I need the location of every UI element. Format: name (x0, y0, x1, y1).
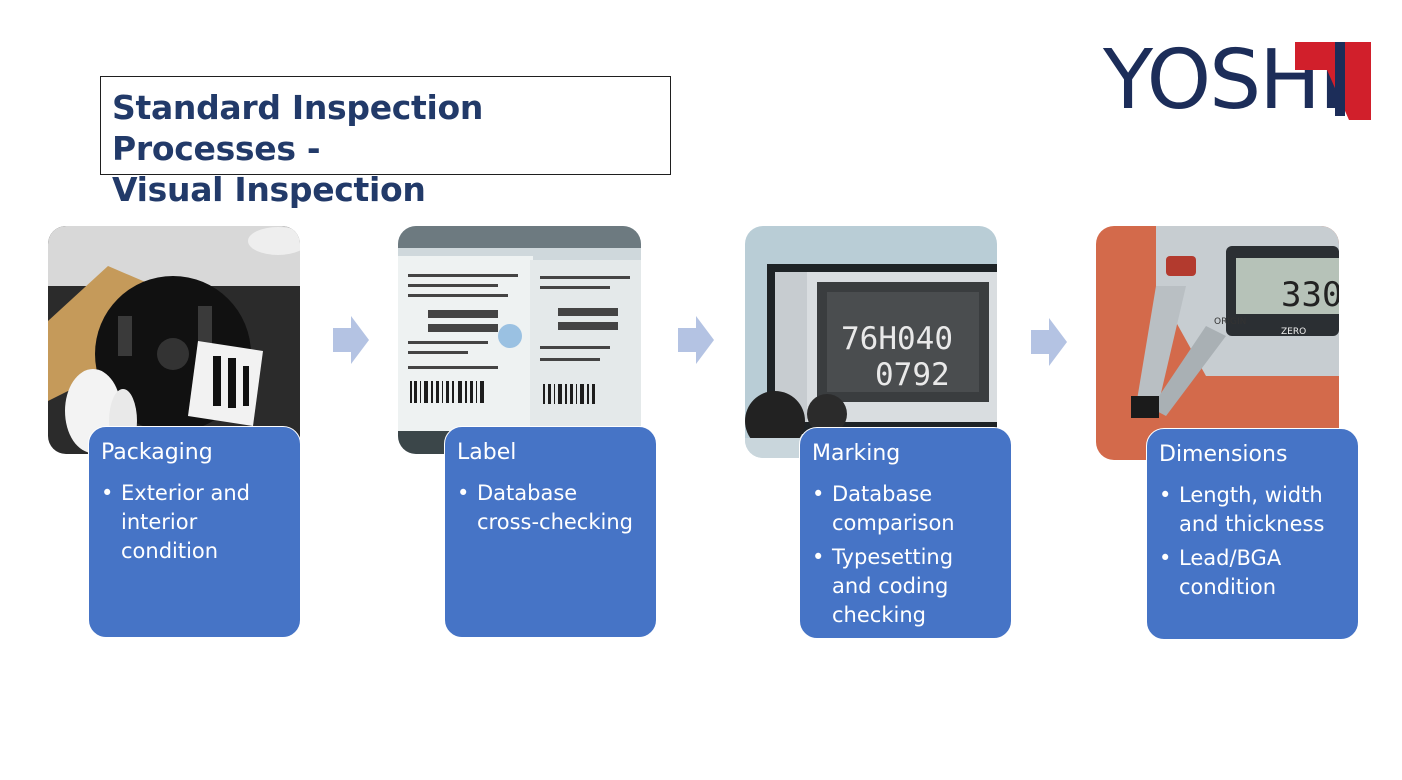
step-card-marking: Marking Database comparison Typesetting … (799, 427, 1012, 639)
step-bullet-list: Exterior and interior condition (101, 479, 286, 566)
step-title: Label (457, 440, 517, 465)
flow-arrow-1-icon (333, 316, 369, 364)
step-bullet: Database comparison (812, 480, 997, 538)
step-title: Packaging (101, 440, 213, 465)
step-bullet: Exterior and interior condition (101, 479, 286, 566)
step-card-packaging: Packaging Exterior and interior conditio… (88, 426, 301, 638)
caliper-origin-label: ORIGIN (1214, 317, 1246, 327)
step-title: Dimensions (1159, 442, 1288, 467)
dimensions-photo: 330 ORIGIN ZERO (1096, 226, 1339, 460)
marking-photo: 76H040 0792 (745, 226, 997, 458)
step-card-label: Label Database cross-checking (444, 426, 657, 638)
step-bullet-list: Database comparison Typesetting and codi… (812, 480, 997, 630)
chip-marking-line-1: 76H040 (841, 321, 953, 357)
slide-title-line-1: Standard Inspection Processes - (112, 88, 484, 168)
step-bullet-list: Length, width and thickness Lead/BGA con… (1159, 481, 1344, 602)
step-bullet: Lead/BGA condition (1159, 544, 1344, 602)
step-title: Marking (812, 441, 901, 466)
flow-arrow-3-icon (1031, 318, 1067, 366)
step-bullet: Length, width and thickness (1159, 481, 1344, 539)
caliper-reading: 330 (1281, 275, 1339, 315)
label-photo (398, 226, 641, 454)
chip-marking-line-2: 0792 (875, 357, 950, 393)
step-bullet: Typesetting and coding checking (812, 543, 997, 630)
step-card-dimensions: Dimensions Length, width and thickness L… (1146, 428, 1359, 640)
logo-red-flag-icon (1295, 42, 1371, 120)
caliper-zero-label: ZERO (1281, 327, 1306, 337)
flow-arrow-2-icon (678, 316, 714, 364)
slide-title-line-2: Visual Inspection (112, 170, 426, 209)
step-bullet: Database cross-checking (457, 479, 642, 537)
slide-title-box: Standard Inspection Processes - Visual I… (100, 76, 671, 209)
yoshi-logo: YOSHI (1103, 40, 1373, 122)
packaging-photo (48, 226, 300, 454)
step-bullet-list: Database cross-checking (457, 479, 642, 537)
